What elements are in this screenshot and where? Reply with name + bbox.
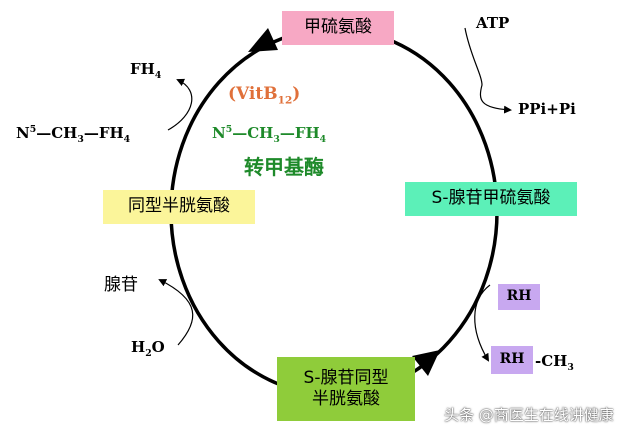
h2o-label: H2O xyxy=(131,338,165,359)
n5-methyl-fh4-center-label: N5—CH3—FH4 xyxy=(212,124,327,145)
h2o-adenosine-curve-arrow xyxy=(158,279,194,346)
atp-curve-arrow xyxy=(464,27,512,114)
node-methionine-label: 甲硫氨酸 xyxy=(304,17,372,38)
fh4-label: FH4 xyxy=(130,60,162,81)
node-sah-label-line2: 半胱氨酸 xyxy=(312,389,380,409)
node-sam-label: S-腺苷甲硫氨酸 xyxy=(431,188,551,209)
rh-box-top-label: RH xyxy=(506,288,532,305)
rh-box-bottom-label: RH xyxy=(499,351,525,368)
watermark-text: 头条 @商医生在线讲健康 xyxy=(444,406,614,424)
node-methionine: 甲硫氨酸 xyxy=(282,11,394,45)
fh4-curve-arrow xyxy=(167,78,193,131)
enzyme-label: 转甲基酶 xyxy=(244,155,324,179)
rh-curve-arrow xyxy=(474,284,491,362)
vitb12-label: (VitB12) xyxy=(228,84,301,107)
rh-box-top: RH xyxy=(498,284,540,310)
arrowhead-bottom-right xyxy=(412,350,440,376)
arrowhead-top-left xyxy=(248,28,278,52)
ppi-label: PPi+Pi xyxy=(518,100,576,118)
atp-label: ATP xyxy=(476,14,510,32)
adenosine-label: 腺苷 xyxy=(104,275,138,295)
node-sah: S-腺苷同型 半胱氨酸 xyxy=(277,357,415,421)
n5-methyl-fh4-label: N5—CH3—FH4 xyxy=(16,124,131,145)
rh-box-bottom: RH xyxy=(491,346,533,374)
node-homocysteine: 同型半胱氨酸 xyxy=(103,190,255,224)
ch3-label: -CH3 xyxy=(535,352,574,373)
node-sam: S-腺苷甲硫氨酸 xyxy=(405,182,577,216)
node-sah-label-line1: S-腺苷同型 xyxy=(303,367,389,388)
node-homocysteine-label: 同型半胱氨酸 xyxy=(128,196,230,217)
